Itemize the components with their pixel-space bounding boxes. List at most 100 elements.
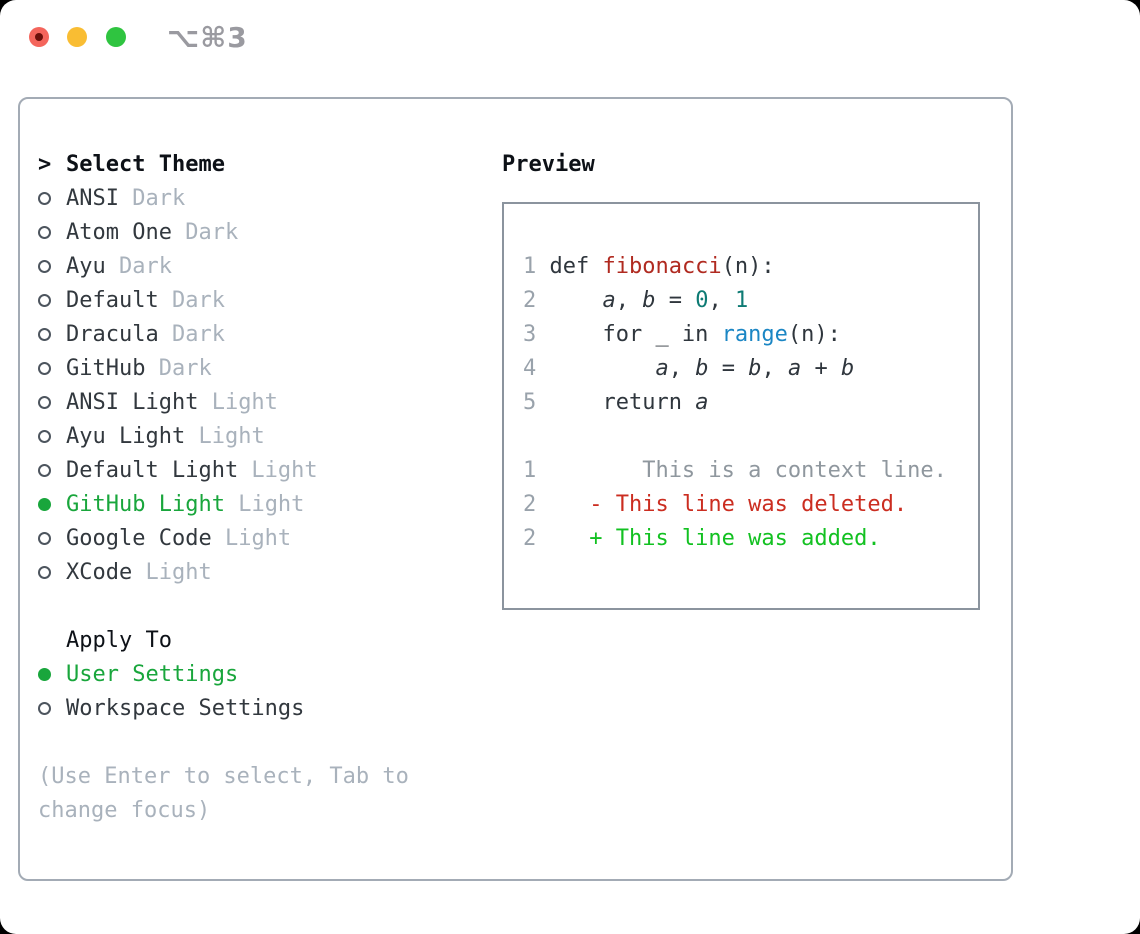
apply-option-workspace-settings[interactable]: Workspace Settings (38, 692, 478, 726)
apply-option-label: Workspace Settings (66, 696, 305, 721)
theme-name: GitHub (66, 356, 146, 381)
code-token-plain: = (708, 356, 749, 381)
preview-code-line: 2 + This line was added. (523, 522, 978, 556)
theme-name: GitHub Light (66, 492, 225, 517)
code-token-context: This is a context line. (549, 458, 947, 483)
code-token-var: b (748, 356, 762, 381)
code-token-plain: , (708, 288, 735, 313)
spacer-row (38, 726, 478, 760)
code-token-plain: return (549, 390, 696, 415)
code-token-var: b (695, 356, 709, 381)
select-theme-header: > Select Theme (38, 148, 478, 182)
preview-code-line (523, 420, 978, 454)
theme-option-github-light[interactable]: GitHub Light Light (38, 488, 478, 522)
preview-title: Preview (502, 152, 595, 177)
theme-option-xcode[interactable]: XCode Light (38, 556, 478, 590)
theme-option-default-light[interactable]: Default Light Light (38, 454, 478, 488)
line-number: 2 (523, 492, 537, 517)
hint-line-2: change focus) (38, 798, 211, 823)
code-token-plain: def (549, 254, 603, 279)
line-number: 5 (523, 390, 537, 415)
code-token-plain: , (668, 356, 696, 381)
theme-variant-tag: Light (211, 526, 292, 551)
code-token-var: a (787, 356, 802, 381)
apply-to-header: Apply To (38, 624, 478, 658)
theme-option-ayu-light[interactable]: Ayu Light Light (38, 420, 478, 454)
preview-code-line: 5 return a (523, 386, 978, 420)
radio-icon (38, 182, 66, 216)
theme-name: Google Code (66, 526, 212, 551)
line-number: 1 (523, 254, 537, 279)
theme-name: Default (66, 288, 159, 313)
preview-code-line: 1 This is a context line. (523, 454, 978, 488)
code-token-plain: + (801, 356, 841, 381)
close-button[interactable] (29, 27, 49, 47)
line-number: 4 (523, 356, 537, 381)
theme-variant-tag: Dark (118, 186, 186, 211)
hint-line-1: (Use Enter to select, Tab to (38, 764, 409, 789)
theme-name: Default Light (66, 458, 239, 483)
theme-variant-tag: Light (238, 458, 318, 483)
theme-option-github[interactable]: GitHub Dark (38, 352, 478, 386)
spacer-row (38, 590, 478, 624)
code-token-num: 1 (734, 288, 749, 313)
window-title: ⌥⌘3 (167, 21, 248, 54)
code-token-builtin: range (721, 322, 788, 347)
code-token-plain: , (761, 356, 788, 381)
radio-icon (38, 386, 66, 420)
radio-icon (38, 556, 66, 590)
radio-icon (38, 692, 66, 726)
preview-code-line: 2 a, b = 0, 1 (523, 284, 978, 318)
theme-option-ayu[interactable]: Ayu Dark (38, 250, 478, 284)
code-token-func: fibonacci (602, 254, 722, 279)
theme-option-default[interactable]: Default Dark (38, 284, 478, 318)
theme-option-google-code[interactable]: Google Code Light (38, 522, 478, 556)
theme-name: ANSI Light (66, 390, 199, 415)
theme-variant-tag: Light (224, 492, 305, 517)
code-token-plain (549, 288, 602, 313)
theme-option-ansi-light[interactable]: ANSI Light Light (38, 386, 478, 420)
theme-variant-tag: Dark (105, 254, 172, 279)
theme-variant-tag: Light (185, 424, 265, 449)
theme-variant-tag: Light (132, 560, 212, 585)
theme-option-atom-one[interactable]: Atom One Dark (38, 216, 478, 250)
titlebar: ⌥⌘3 (0, 0, 1140, 75)
preview-code-line: 2 - This line was deleted. (523, 488, 978, 522)
select-theme-title: Select Theme (66, 152, 225, 177)
theme-name: XCode (66, 560, 133, 585)
code-token-plain (549, 356, 655, 381)
theme-variant-tag: Dark (158, 288, 225, 313)
radio-icon (38, 352, 66, 386)
cursor-prompt-icon: > (38, 152, 52, 177)
code-token-plain: (n): (721, 254, 775, 279)
radio-selected-icon (38, 658, 66, 692)
theme-option-ansi[interactable]: ANSI Dark (38, 182, 478, 216)
theme-name: Atom One (66, 220, 172, 245)
code-token-plain: = (655, 288, 696, 313)
radio-icon (38, 284, 66, 318)
theme-variant-tag: Light (198, 390, 278, 415)
code-token-deleted: - This line was deleted. (549, 492, 908, 517)
zoom-button[interactable] (106, 27, 126, 47)
line-number: 2 (523, 526, 537, 551)
line-number: 2 (523, 288, 537, 313)
radio-icon (38, 250, 66, 284)
apply-option-user-settings[interactable]: User Settings (38, 658, 478, 692)
apply-to-title: Apply To (66, 628, 172, 653)
code-token-var: a (655, 356, 669, 381)
theme-name: Ayu Light (66, 424, 186, 449)
line-number: 1 (523, 458, 537, 483)
code-token-var: b (642, 288, 656, 313)
code-token-num: 0 (695, 288, 709, 313)
theme-option-dracula[interactable]: Dracula Dark (38, 318, 478, 352)
theme-name: Ayu (66, 254, 106, 279)
code-token-plain: , (615, 288, 643, 313)
code-token-plain: (n): (787, 322, 841, 347)
preview-code-line: 1 def fibonacci(n): (523, 250, 978, 284)
minimize-button[interactable] (67, 27, 87, 47)
